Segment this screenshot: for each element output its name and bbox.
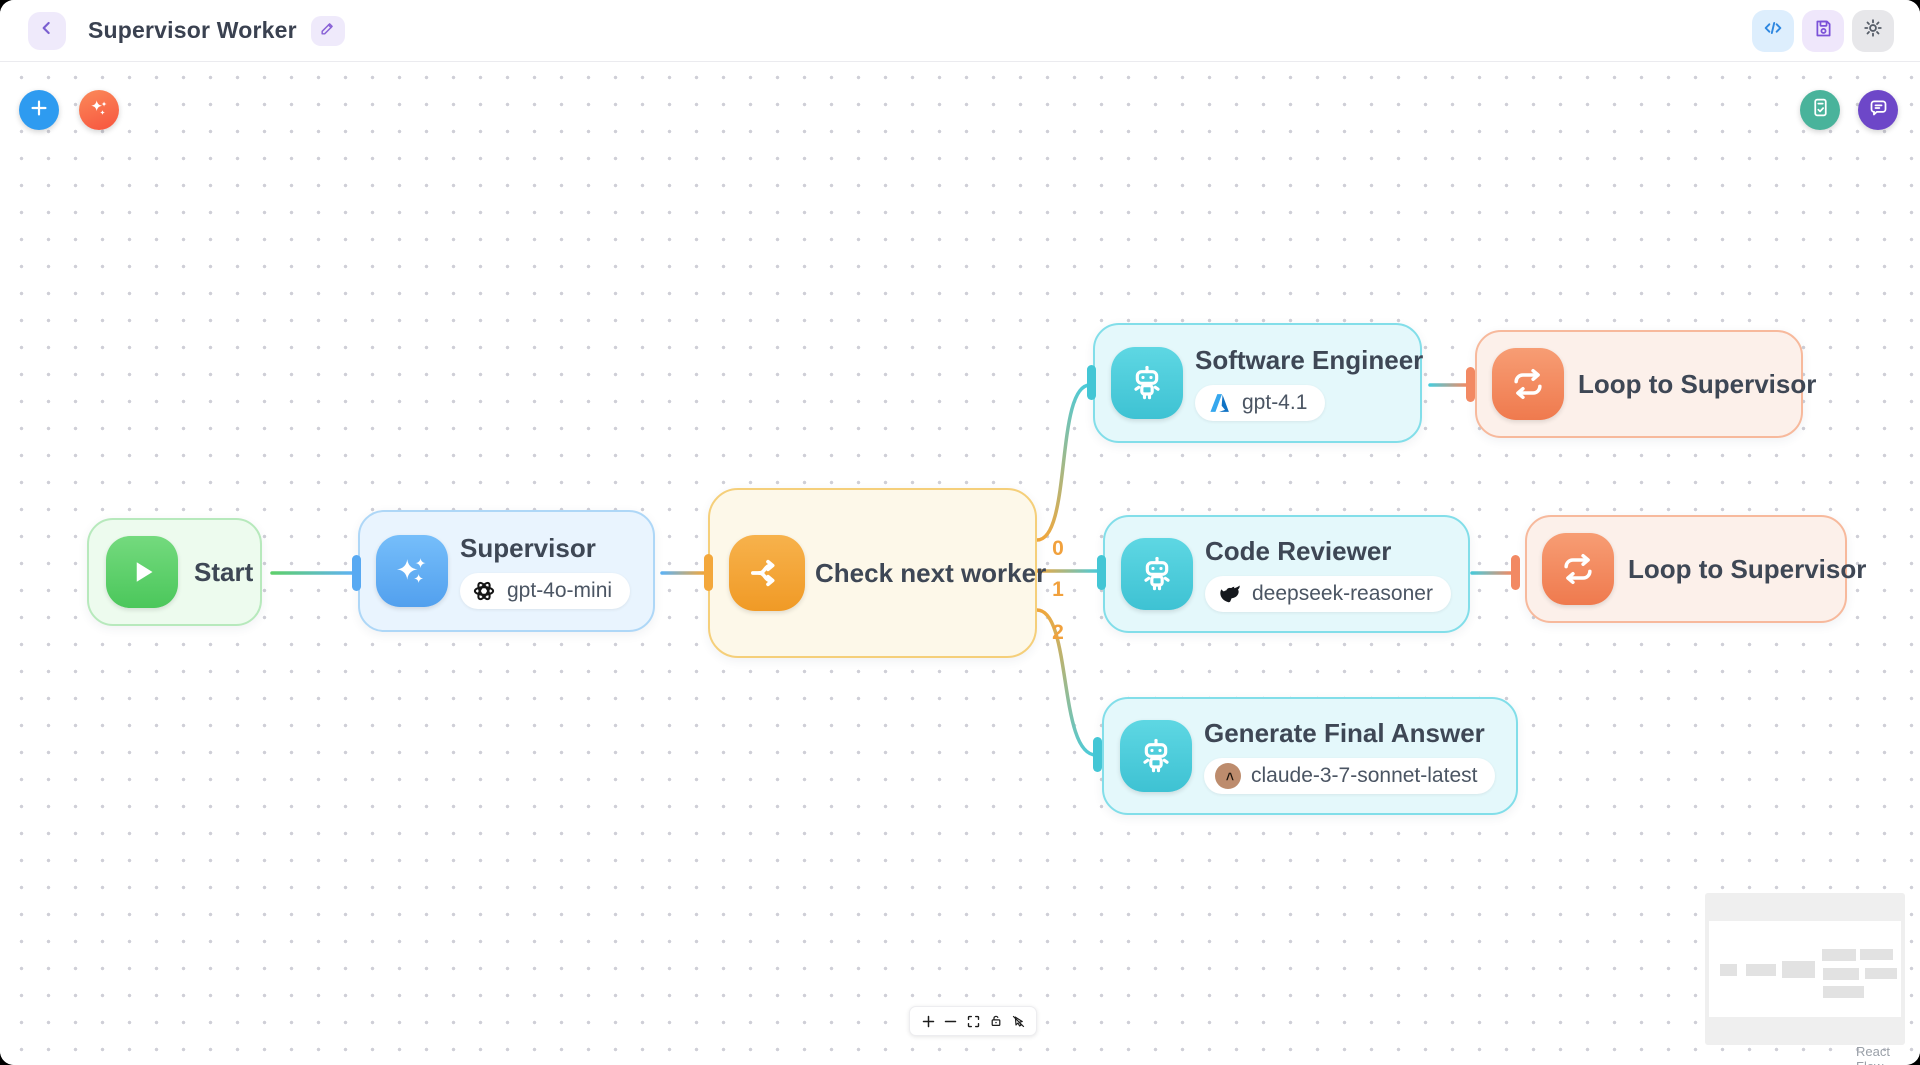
minimap-node-loop2 — [1865, 968, 1897, 979]
node-check-next-worker[interactable]: Check next worker — [708, 488, 1046, 658]
handle-code-reviewer-in[interactable] — [1097, 555, 1106, 590]
minimap-node-code-reviewer — [1823, 968, 1859, 980]
edit-title-button[interactable] — [310, 15, 345, 46]
node-title: Supervisor — [460, 533, 596, 563]
save-icon — [1813, 18, 1834, 44]
save-button[interactable] — [1802, 9, 1844, 52]
robot-icon — [1111, 347, 1183, 419]
minimap-node-software-engineer — [1822, 949, 1856, 961]
run-check-button[interactable] — [1800, 90, 1840, 130]
page-title: Supervisor Worker — [88, 17, 297, 43]
fit-view-button[interactable] — [963, 1011, 983, 1031]
deepseek-whale-icon — [1216, 581, 1242, 607]
azure-logo-icon — [1206, 390, 1232, 416]
edge-label-2: 2 — [1052, 621, 1064, 644]
edge-label-0: 0 — [1052, 537, 1064, 560]
openai-logo-icon — [471, 578, 497, 604]
pointer-off-icon[interactable] — [1008, 1011, 1028, 1031]
node-title: Code Reviewer — [1205, 536, 1392, 566]
back-button[interactable] — [28, 11, 66, 50]
zoom-out-button[interactable] — [941, 1011, 961, 1031]
edge-check-software-engineer — [1035, 383, 1092, 542]
node-title: Generate Final Answer — [1204, 718, 1485, 748]
model-pill[interactable]: gpt-4o-mini — [460, 573, 631, 609]
node-loop-to-supervisor-1[interactable]: Loop to Supervisor — [1475, 330, 1816, 438]
node-title: Software Engineer — [1195, 345, 1424, 375]
node-software-engineer[interactable]: Software Engineer gpt-4.1 — [1093, 323, 1424, 443]
edge-label-1: 1 — [1052, 578, 1064, 601]
repeat-icon — [1542, 533, 1614, 605]
minimap-node-supervisor — [1746, 964, 1776, 976]
model-name: gpt-4o-mini — [507, 579, 613, 602]
node-title: Start — [194, 556, 254, 587]
add-node-button[interactable] — [19, 90, 59, 130]
header-actions — [1752, 9, 1894, 52]
node-title: Loop to Supervisor — [1628, 553, 1867, 584]
handle-loop2-in[interactable] — [1511, 555, 1520, 590]
node-start[interactable]: Start — [87, 518, 262, 626]
minimap-node-check — [1782, 961, 1815, 978]
anthropic-logo-icon — [1215, 763, 1241, 789]
robot-icon — [1120, 720, 1192, 792]
react-flow-attribution[interactable]: React Flow — [1856, 1044, 1890, 1065]
model-pill[interactable]: claude-3-7-sonnet-latest — [1204, 758, 1496, 794]
chat-bubble-icon — [1868, 97, 1889, 123]
model-pill[interactable]: deepseek-reasoner — [1205, 576, 1451, 612]
model-pill[interactable]: gpt-4.1 — [1195, 385, 1326, 421]
ai-assist-button[interactable] — [79, 90, 119, 130]
minimap[interactable] — [1705, 893, 1905, 1045]
handle-generate-final-in[interactable] — [1093, 737, 1102, 772]
sparkles-icon — [88, 97, 110, 124]
handle-loop1-in[interactable] — [1466, 367, 1475, 402]
edge-check-generate-final — [1035, 608, 1098, 757]
minimap-node-loop1 — [1860, 949, 1893, 960]
handle-supervisor-in[interactable] — [352, 555, 361, 591]
minimap-node-start — [1720, 964, 1737, 976]
branch-icon — [729, 535, 805, 611]
node-supervisor[interactable]: Supervisor gpt-4o-mini — [358, 510, 655, 632]
sparkles-icon — [376, 535, 448, 607]
file-check-icon — [1810, 97, 1831, 123]
node-code-reviewer[interactable]: Code Reviewer deepseek-reasoner — [1103, 515, 1470, 633]
node-title: Check next worker — [815, 557, 1047, 588]
code-icon — [1762, 17, 1784, 44]
robot-icon — [1121, 538, 1193, 610]
model-name: claude-3-7-sonnet-latest — [1251, 764, 1478, 787]
settings-button[interactable] — [1852, 9, 1894, 52]
flow-canvas[interactable]: 0 1 2 Start Supervisor — [0, 62, 1920, 1065]
chat-button[interactable] — [1858, 90, 1898, 130]
model-name: gpt-4.1 — [1242, 391, 1308, 414]
plus-icon — [28, 97, 50, 124]
header-bar: Supervisor Worker — [0, 0, 1920, 62]
node-title: Loop to Supervisor — [1578, 368, 1817, 399]
handle-check-in[interactable] — [704, 554, 713, 591]
zoom-controls — [909, 1006, 1037, 1036]
pencil-icon — [319, 20, 336, 42]
chevron-left-icon — [37, 18, 57, 43]
zoom-in-button[interactable] — [918, 1011, 938, 1031]
gear-icon — [1862, 17, 1884, 44]
minimap-node-generate-final — [1823, 986, 1864, 998]
node-generate-final-answer[interactable]: Generate Final Answer claude-3-7-sonnet-… — [1102, 697, 1518, 815]
handle-software-engineer-in[interactable] — [1087, 365, 1096, 400]
lock-button[interactable] — [986, 1011, 1006, 1031]
repeat-icon — [1492, 348, 1564, 420]
node-loop-to-supervisor-2[interactable]: Loop to Supervisor — [1525, 515, 1866, 623]
code-button[interactable] — [1752, 9, 1794, 52]
play-icon — [106, 536, 178, 608]
model-name: deepseek-reasoner — [1252, 582, 1433, 605]
